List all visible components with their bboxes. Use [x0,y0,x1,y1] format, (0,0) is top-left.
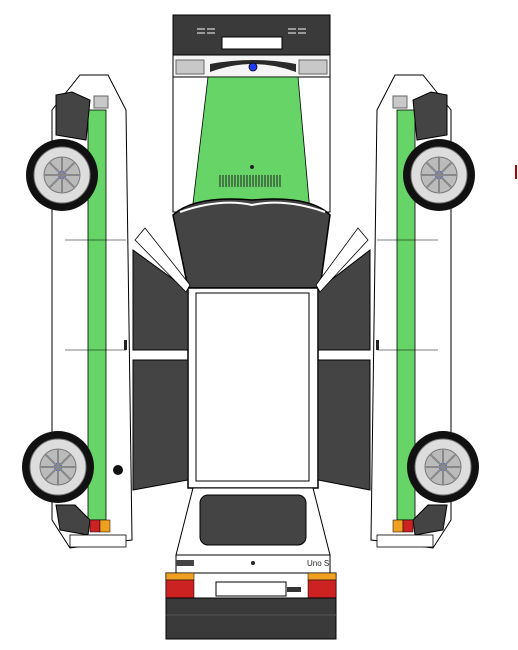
wheel-icon [407,431,479,503]
brand-plate [176,560,194,566]
front-grille-strip [172,54,331,78]
hood-vent [219,175,281,187]
windshield-panel [172,198,331,289]
license-plate [215,581,287,597]
wheel-icon [26,139,98,211]
hood-panel [172,76,331,213]
rear-bumper-panel [165,572,337,640]
emblem-icon [248,62,258,72]
left-side-windows [132,227,191,491]
wheel-icon [403,139,475,211]
right-side-windows [315,227,371,491]
fuel-cap-icon [113,465,123,475]
wheel-icon [22,431,94,503]
rear-badge: Uno S [307,559,329,568]
roof-panel [187,287,319,489]
front-bumper-panel [172,14,331,56]
edge-mark [515,165,517,179]
rear-hatch-panel: Uno S [175,487,331,574]
